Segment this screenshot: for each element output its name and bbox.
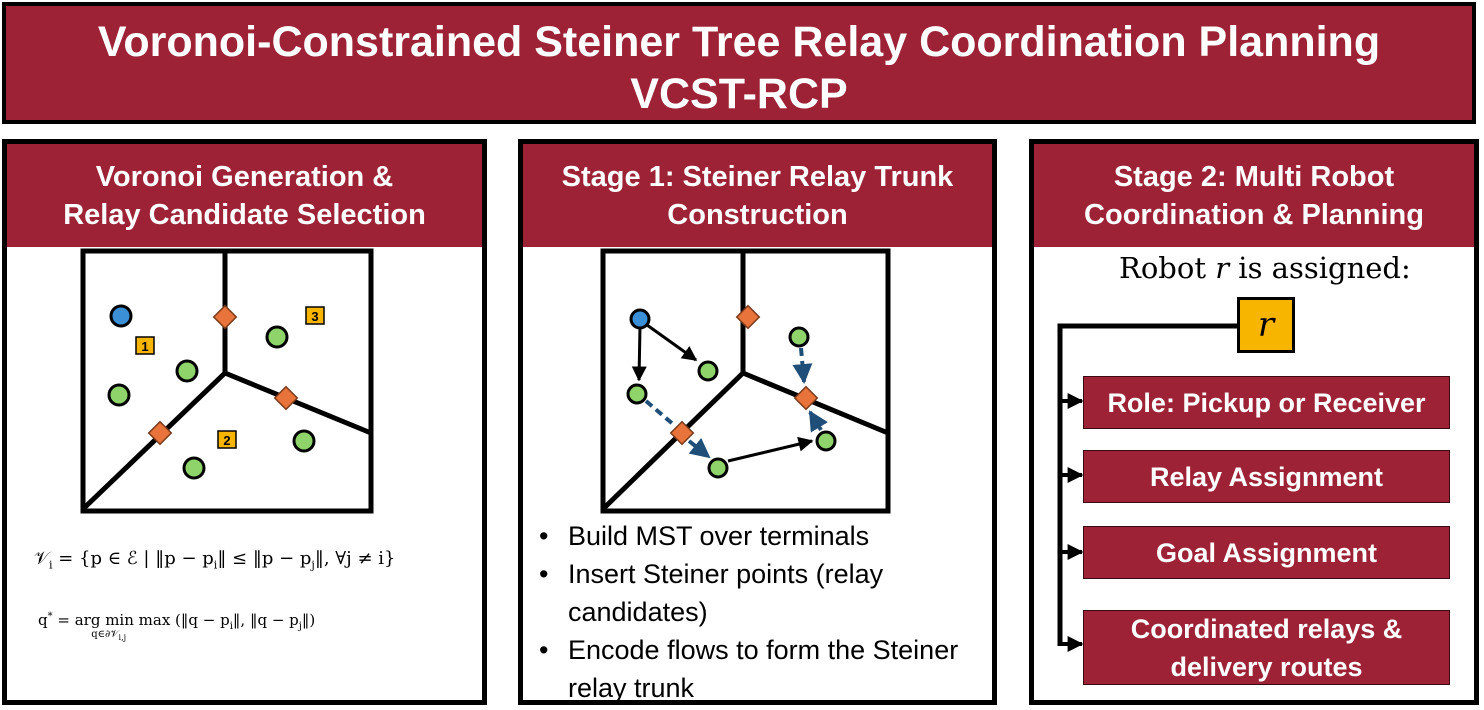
formula-q-star: * xyxy=(47,611,53,622)
candidate-label-1: 1 xyxy=(141,339,148,354)
steiner-point-diamond xyxy=(735,304,761,330)
panel-steiner-trunk: Stage 1: Steiner Relay Trunk Constructio… xyxy=(518,139,997,705)
candidate-label-2: 2 xyxy=(223,433,230,448)
steiner-trunk-diagram xyxy=(600,248,891,514)
formula-q-max-part-3: ‖) xyxy=(301,611,316,629)
bullet-item: Build MST over terminals xyxy=(531,517,991,555)
formula-v-sub-i: i xyxy=(213,558,218,572)
formula-v-symbol: 𝒱 xyxy=(34,548,49,569)
mst-edge-arrow xyxy=(646,323,698,362)
relay-flow-arrow xyxy=(644,399,676,427)
mst-edge-arrow xyxy=(631,325,647,382)
terminal-node xyxy=(815,430,837,452)
connector-trunk xyxy=(1057,323,1237,646)
robot-assigned-label: Robot r is assigned: xyxy=(1119,251,1411,285)
step-coordinated-routes-line-1: Coordinated relays & xyxy=(1130,613,1403,644)
voronoi-diagram: 1 2 3 xyxy=(80,248,374,514)
formula-q-sub-j: j xyxy=(298,621,302,632)
formula-q-min-sub-main: q∈∂𝒱 xyxy=(91,629,119,640)
formula-q-min-sub: q∈∂𝒱i,j xyxy=(91,629,126,642)
relay-candidate-diamond xyxy=(212,304,238,330)
formula-v-rhs-part-1: = {p ∈ ℰ | ‖p − p xyxy=(52,548,214,569)
terminal-node-blue xyxy=(109,304,133,328)
panel-coordination-header-line-2: Coordination & Planning xyxy=(1084,198,1424,231)
formula-q-arg: = arg xyxy=(52,611,106,629)
assign-label-robot: Robot xyxy=(1119,251,1206,285)
assign-label-variable: r xyxy=(1215,251,1230,285)
panel-voronoi-header-line-1: Voronoi Generation & xyxy=(95,160,394,193)
candidate-label-box xyxy=(305,306,325,325)
panel-coordination-planning: Stage 2: Multi Robot Coordination & Plan… xyxy=(1029,139,1479,705)
formula-v-subscript: i xyxy=(49,558,53,572)
terminal-node xyxy=(107,383,131,407)
robot-symbol-box: r xyxy=(1237,297,1295,353)
terminal-node xyxy=(697,360,719,382)
formula-q-max-part-2: ‖, ‖q − p xyxy=(232,611,299,629)
assignment-connector xyxy=(1057,323,1237,652)
formula-v-rhs-part-2: ‖ ≤ ‖p − p xyxy=(217,548,312,569)
terminal-node-blue xyxy=(629,308,651,330)
voronoi-edge xyxy=(224,370,372,436)
terminal-node xyxy=(707,457,729,479)
panel-steiner-header-line-2: Construction xyxy=(667,198,848,231)
voronoi-edge xyxy=(601,371,745,511)
relay-flow-arrow xyxy=(792,347,813,384)
step-coordinated-routes: Coordinated relays & delivery routes xyxy=(1083,610,1450,685)
terminal-node xyxy=(292,429,316,453)
panel-voronoi-generation: Voronoi Generation & Relay Candidate Sel… xyxy=(2,139,487,705)
panel-coordination-header: Stage 2: Multi Robot Coordination & Plan… xyxy=(1034,144,1474,247)
title-line-1: Voronoi-Constrained Steiner Tree Relay C… xyxy=(97,18,1381,66)
formula-q-min: min xyxy=(105,611,134,629)
relay-flow-arrow xyxy=(687,437,711,459)
step-coordinated-routes-line-2: delivery routes xyxy=(1170,651,1363,682)
bullet-item: Insert Steiner points (relay candidates) xyxy=(531,555,991,631)
formula-q-min-sub-ij: i,j xyxy=(118,633,127,642)
relay-candidate-diamond xyxy=(147,420,173,446)
step-goal-assignment: Goal Assignment xyxy=(1083,526,1450,579)
formula-q-symbol: q xyxy=(38,611,48,629)
terminal-node xyxy=(265,325,289,349)
step-relay-assignment-label: Relay Assignment xyxy=(1149,461,1384,492)
terminal-node xyxy=(626,383,648,405)
steiner-point-diamond xyxy=(669,420,695,446)
assign-label-suffix: is assigned: xyxy=(1238,251,1411,285)
step-relay-assignment: Relay Assignment xyxy=(1083,450,1450,503)
panel-voronoi-header-line-2: Relay Candidate Selection xyxy=(63,198,426,231)
candidate-label-box xyxy=(217,430,237,449)
formula-q-sub-i: i xyxy=(229,621,233,632)
panel-coordination-header-line-1: Stage 2: Multi Robot xyxy=(1113,160,1395,193)
panel-steiner-header-line-1: Stage 1: Steiner Relay Trunk xyxy=(561,160,954,193)
step-role: Role: Pickup or Receiver xyxy=(1083,376,1450,429)
formula-v-sub-j: j xyxy=(311,558,315,572)
panel-steiner-header: Stage 1: Steiner Relay Trunk Constructio… xyxy=(523,144,992,247)
step-role-label: Role: Pickup or Receiver xyxy=(1107,387,1426,418)
terminal-node xyxy=(788,326,810,348)
relay-flow-arrow xyxy=(808,410,828,433)
mst-edge-arrow xyxy=(727,436,814,463)
relay-candidate-diamond xyxy=(273,385,299,411)
step-goal-assignment-label: Goal Assignment xyxy=(1155,537,1378,568)
steiner-point-diamond xyxy=(793,385,819,411)
voronoi-edge xyxy=(742,370,889,436)
title-banner: Voronoi-Constrained Steiner Tree Relay C… xyxy=(2,2,1476,124)
formula-v-rhs-part-3: ‖, ∀j ≠ i} xyxy=(314,548,396,569)
voronoi-cell-formula: 𝒱i = {p ∈ ℰ | ‖p − pi‖ ≤ ‖p − pj‖, ∀j ≠ … xyxy=(34,548,395,572)
formula-q-max-part-1: max (‖q − p xyxy=(133,611,230,629)
terminal-node xyxy=(182,456,206,480)
voronoi-edge xyxy=(81,371,227,511)
candidate-label-box xyxy=(135,336,155,355)
terminal-node xyxy=(175,359,199,383)
panel-voronoi-header: Voronoi Generation & Relay Candidate Sel… xyxy=(7,144,482,247)
bullet-item: Encode flows to form the Steiner relay t… xyxy=(531,631,991,707)
stage1-bullet-list: Build MST over terminals Insert Steiner … xyxy=(531,517,991,707)
title-line-2: VCST-RCP xyxy=(630,70,848,118)
candidate-label-3: 3 xyxy=(311,309,318,324)
